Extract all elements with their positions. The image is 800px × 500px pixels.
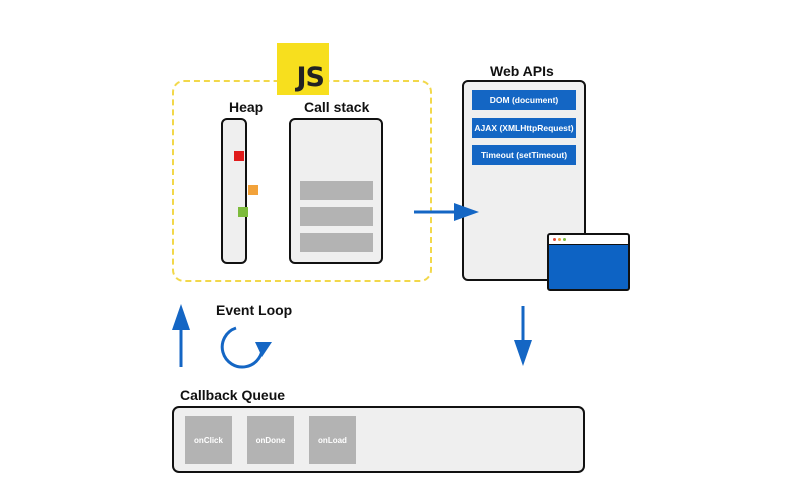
- heap-label: Heap: [229, 99, 264, 115]
- call-stack-label: Call stack: [304, 99, 370, 115]
- event-loop-label: Event Loop: [216, 302, 293, 318]
- heap-object-green-icon: [238, 207, 248, 217]
- callback-queue-label: Callback Queue: [180, 387, 286, 403]
- callback-queue-panel: [172, 406, 585, 473]
- call-stack-frame: [300, 207, 373, 226]
- call-stack-frame: [300, 233, 373, 252]
- web-apis-label: Web APIs: [490, 63, 554, 79]
- arrow-to-queue-head-icon: [514, 340, 532, 366]
- heap-object-orange-icon: [248, 185, 258, 195]
- arrow-to-web-apis-head-icon: [454, 203, 479, 221]
- js-logo-text: JS: [296, 62, 325, 93]
- event-loop-cycle-head-icon: [255, 342, 272, 357]
- event-loop-cycle-icon: [220, 326, 264, 369]
- heap-panel: [221, 118, 247, 264]
- call-stack-frame: [300, 181, 373, 200]
- queue-item-onclick: onClick: [185, 416, 232, 464]
- web-apis-panel: [462, 80, 586, 281]
- browser-maximize-dot: [563, 238, 566, 241]
- browser-titlebar: [549, 235, 628, 245]
- arrow-to-stack-head-icon: [172, 304, 190, 330]
- dom-api-item: DOM (document): [472, 90, 576, 110]
- js-logo: JS: [277, 43, 329, 95]
- ajax-api-item: AJAX (XMLHttpRequest): [472, 118, 576, 138]
- queue-item-onload: onLoad: [309, 416, 356, 464]
- browser-window-icon: [547, 233, 630, 291]
- browser-close-dot: [553, 238, 556, 241]
- queue-item-ondone: onDone: [247, 416, 294, 464]
- heap-object-red-icon: [234, 151, 244, 161]
- timeout-api-item: Timeout (setTimeout): [472, 145, 576, 165]
- browser-minimize-dot: [558, 238, 561, 241]
